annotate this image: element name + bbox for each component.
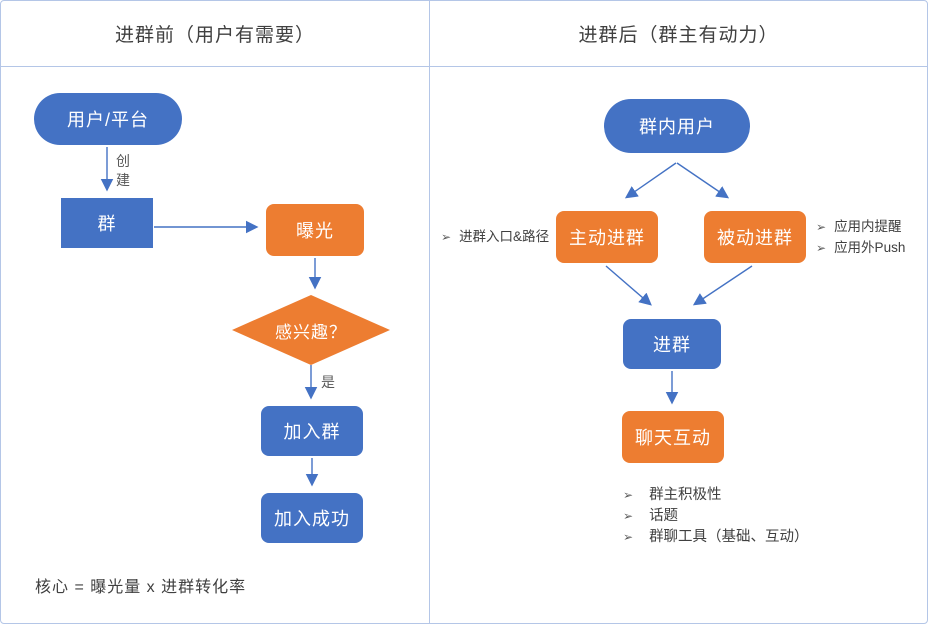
node-exposure: 曝光 xyxy=(266,204,364,256)
node-group: 群 xyxy=(61,198,153,248)
list-item: ➢ 话题 xyxy=(623,506,809,526)
note-entry-path: ➢ 进群入口&路径 xyxy=(441,228,549,246)
node-group-users: 群内用户 xyxy=(604,99,750,153)
note-entry-path-text: 进群入口&路径 xyxy=(459,229,550,244)
note-external-push-text: 应用外Push xyxy=(834,240,906,255)
node-passive-join: 被动进群 xyxy=(704,211,806,263)
list-item: ➢ 群主积极性 xyxy=(623,485,809,505)
arrowhead-bullet-icon: ➢ xyxy=(623,509,634,523)
arrowhead-bullet-icon: ➢ xyxy=(816,220,827,234)
group-growth-bullet-list: ➢ 群主积极性 ➢ 话题 ➢ 群聊工具（基础、互动） xyxy=(623,485,809,548)
edge-label-create: 创建 xyxy=(116,153,130,188)
node-active-join: 主动进群 xyxy=(556,211,658,263)
arrowhead-bullet-icon: ➢ xyxy=(816,241,827,255)
node-user-platform: 用户/平台 xyxy=(34,93,182,145)
note-in-app-reminder: ➢ 应用内提醒 xyxy=(816,218,902,236)
core-formula-text: 核心 = 曝光量 x 进群转化率 xyxy=(35,579,247,596)
note-in-app-reminder-text: 应用内提醒 xyxy=(834,219,902,234)
arrowhead-bullet-icon: ➢ xyxy=(441,230,452,244)
header-divider-line xyxy=(1,66,927,67)
node-interested-decision: 感兴趣？ xyxy=(232,295,390,365)
arrowhead-bullet-icon: ➢ xyxy=(623,530,634,544)
list-item: ➢ 群聊工具（基础、互动） xyxy=(623,527,809,547)
list-item-text: 话题 xyxy=(649,508,679,524)
edge-label-yes: 是 xyxy=(321,374,335,390)
node-enter-group: 进群 xyxy=(623,319,721,369)
right-panel-title: 进群后（群主有动力） xyxy=(578,25,779,46)
arrowhead-bullet-icon: ➢ xyxy=(623,488,634,502)
node-chat-interaction: 聊天互动 xyxy=(622,411,724,463)
column-divider-line xyxy=(429,1,430,623)
left-panel-title: 进群前（用户有需要） xyxy=(114,25,315,46)
note-external-push: ➢ 应用外Push xyxy=(816,239,905,257)
list-item-text: 群主积极性 xyxy=(649,487,722,503)
node-join-group: 加入群 xyxy=(261,406,363,456)
node-join-success: 加入成功 xyxy=(261,493,363,543)
list-item-text: 群聊工具（基础、互动） xyxy=(649,529,809,545)
